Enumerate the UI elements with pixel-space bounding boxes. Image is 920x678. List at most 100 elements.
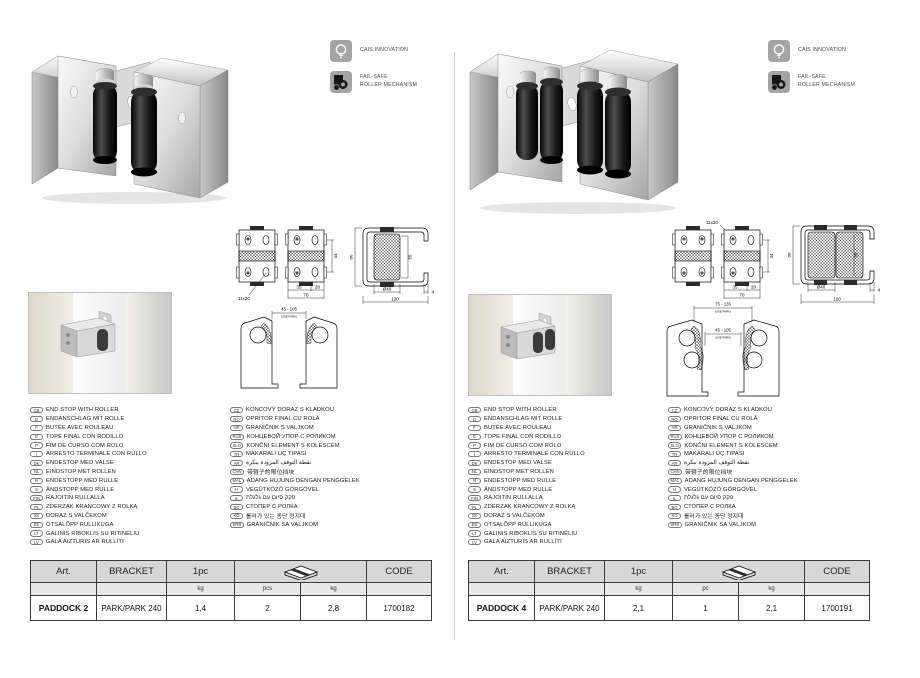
language-label: OTSALÕPP RULLIKUGA <box>46 521 114 528</box>
language-label: GALINIS RIBOKLIS SU RITINĖLIU <box>46 530 140 537</box>
roller <box>577 68 603 175</box>
language-label: GRANIČNIK S VALJKOM <box>246 424 314 431</box>
language-label: KONČNI ELEMENT S KOLESCEM <box>246 442 340 449</box>
language-label: DORAZ S VALČEKOM <box>484 512 545 519</box>
bracket-header: BRACKET <box>97 561 167 583</box>
profile-right <box>737 319 780 397</box>
language-item: F BUTÉE AVEC ROULEAU <box>30 424 147 433</box>
profile-left <box>666 319 709 397</box>
sub-empty <box>97 583 167 596</box>
language-code-badge: FIN <box>30 495 43 502</box>
spec-table-paddock-4: Art. BRACKET 1pc CODE kg pc kg PADDOCK 4… <box>468 560 870 621</box>
language-label: OPRITOR FINAL CU ROLĂ <box>246 416 320 423</box>
language-label: GALA AIZTURIS AR RULLĪTI <box>46 539 124 546</box>
front-view-2 <box>721 226 763 286</box>
language-code-badge: PL <box>30 504 43 511</box>
language-label: ENDESTOP MED VALSE <box>484 460 552 467</box>
language-label: 带辊子的限位挡块 <box>685 470 733 477</box>
language-label: פקק סיום עם גלגלת <box>246 495 296 502</box>
language-code-badge: F <box>468 424 481 432</box>
language-code-badge: EE <box>30 521 43 528</box>
language-code-badge: IL <box>668 495 681 502</box>
language-item: SK DORAZ S VALČEKOM <box>30 512 147 521</box>
language-list-col1: GB END STOP WITH ROLLER D ENDANSCHLAG MI… <box>30 406 147 547</box>
unit-header: 1pc <box>167 561 235 583</box>
pack-kg-value: 2,8 <box>301 596 367 620</box>
pack-pcs-label: pc <box>673 583 739 596</box>
dim-screw-spacing: 44 <box>769 253 774 259</box>
pack-pcs-value: 1 <box>673 596 739 620</box>
language-list-col2: CZ KONCOVÝ DORAZ S KLADKOU RO OPRITOR FI… <box>230 406 360 529</box>
language-code-badge: F <box>30 424 43 432</box>
pack-kg-value: 2,1 <box>739 596 805 620</box>
dim-range1: 45 - 105 <box>715 328 731 333</box>
dim-side-width: 120 <box>391 297 399 302</box>
language-item: SLO KONČNI ELEMENT S KOLESCEM <box>668 441 798 450</box>
dim-w1: 35 <box>732 285 738 290</box>
language-code-badge: D <box>30 416 43 423</box>
language-label: VÉGÜTKÖZŐ GÖRGŐVEL <box>684 486 757 493</box>
language-code-badge: LT <box>468 530 481 537</box>
language-item: NL EINDSTOP MET ROLLEN <box>468 468 585 477</box>
dim-range-note: (USE PARK) <box>281 315 297 319</box>
language-item: TR MAKARALI UÇ TIPASI <box>230 450 360 459</box>
code-value: 1700182 <box>383 603 415 613</box>
photo-background-right <box>565 295 611 395</box>
language-item: D ENDANSCHLAG MIT ROLLE <box>468 415 585 424</box>
installation-photo <box>468 294 612 396</box>
pack-pcs-value: 2 <box>235 596 301 620</box>
language-list-col2: CZ KONCOVÝ DORAZ S KLADKOU RO OPRITOR FI… <box>668 406 798 529</box>
tech-drawing-front-views: 11x20 <box>672 220 774 299</box>
language-label: СТОПЕР С РОЛКА <box>246 504 298 511</box>
dim-lip: 4 <box>878 288 881 293</box>
language-label: ENDESTOP MED VALSE <box>46 460 114 467</box>
language-label: GALINIS RIBOKLIS SU RITINĖLIU <box>484 530 578 537</box>
language-item: SLO KONČNI ELEMENT S KOLESCEM <box>230 441 360 450</box>
language-label: ZDERZAK KRAŃCOWY Z ROLKĄ <box>484 504 576 511</box>
bracket-unit-right <box>131 57 229 199</box>
language-label: ZDERZAK KRAŃCOWY Z ROLKĄ <box>46 504 138 511</box>
tech-drawing-front-views: 11x20 44 35 20 70 <box>236 226 338 301</box>
innovation-badge-label: CAIS INNOVATION <box>798 47 847 54</box>
language-label: END STOP WITH ROLLER <box>484 407 557 414</box>
language-code-badge: SLO <box>668 442 682 449</box>
language-label: RAJOITIN RULLALLA <box>46 495 105 502</box>
art-header: Art. <box>31 561 97 583</box>
language-label: ÄNDSTOPP MED RULLE <box>484 486 553 493</box>
photo-background-right <box>125 293 171 393</box>
language-label: TOPE FINAL CON RODILLO <box>484 433 562 440</box>
language-label: DORAZ S VALČEKOM <box>46 512 107 519</box>
language-item: D ENDANSCHLAG MIT ROLLE <box>30 415 147 424</box>
language-item: F BUTÉE AVEC ROULEAU <box>468 424 585 433</box>
language-item: EE OTSALÕPP RULLIKUGA <box>468 520 585 529</box>
language-item: E TOPE FINAL CON RODILLO <box>30 432 147 441</box>
language-code-badge: S <box>468 486 481 493</box>
language-label: ADANG HUJUNG DENGAN PENGGELEK <box>684 477 798 484</box>
dim-slot: 11x20 <box>238 296 250 301</box>
language-code-badge: E <box>468 433 481 440</box>
language-code-badge: IL <box>230 495 243 502</box>
language-label: OTSALÕPP RULLIKUGA <box>484 521 552 528</box>
package-icon <box>283 565 318 580</box>
language-label: ENDANSCHLAG MIT ROLLE <box>46 416 125 423</box>
language-label: GRANIČNIK SA VALJKOM <box>246 521 319 528</box>
language-code-badge: D <box>468 416 481 423</box>
front-view-1 <box>236 226 278 286</box>
language-label: ARRESTO TERMINALE CON RULLO <box>46 451 147 458</box>
language-item: CZ KONCOVÝ DORAZ S KLADKOU <box>668 406 798 415</box>
language-item: AR نقطة التوقف المزودة ببكرة <box>668 459 798 468</box>
language-code-badge: P <box>468 442 481 449</box>
language-code-badge: RUS <box>230 433 244 440</box>
language-label: نقطة التوقف المزودة ببكرة <box>684 460 750 467</box>
fail-safe-roller-icon <box>768 71 790 93</box>
unit-kg-label: kg <box>605 583 673 596</box>
language-item: N ENDESTOPP MED RULLE <box>468 476 585 485</box>
dim-total-width: 70 <box>739 293 745 298</box>
front-view-2 <box>285 226 327 286</box>
pack-kg-label: kg <box>739 583 805 596</box>
